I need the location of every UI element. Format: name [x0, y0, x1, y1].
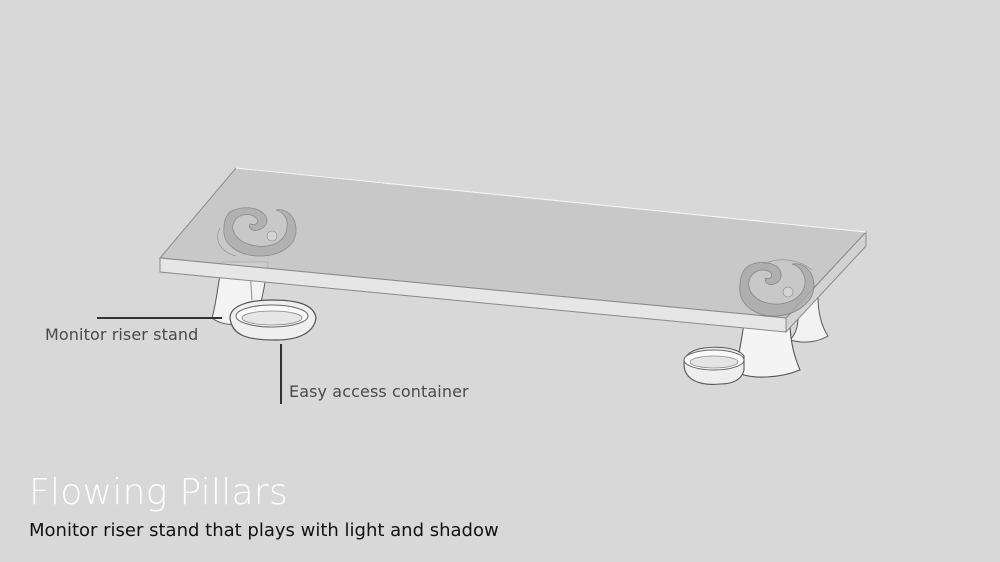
right-container — [683, 346, 745, 385]
container-callout-label: Easy access container — [289, 382, 469, 401]
glass-shelf — [159, 167, 868, 334]
slide-subtitle: Monitor riser stand that plays with ligh… — [29, 520, 499, 541]
right-pillar-top-pattern — [739, 259, 815, 317]
riser-stand-callout-label: Monitor riser stand — [45, 325, 199, 344]
right-front-pillar — [735, 321, 801, 378]
slide-title: Flowing Pillars — [29, 472, 289, 513]
left-container — [229, 299, 317, 341]
left-pillar-top-pattern — [217, 207, 297, 257]
